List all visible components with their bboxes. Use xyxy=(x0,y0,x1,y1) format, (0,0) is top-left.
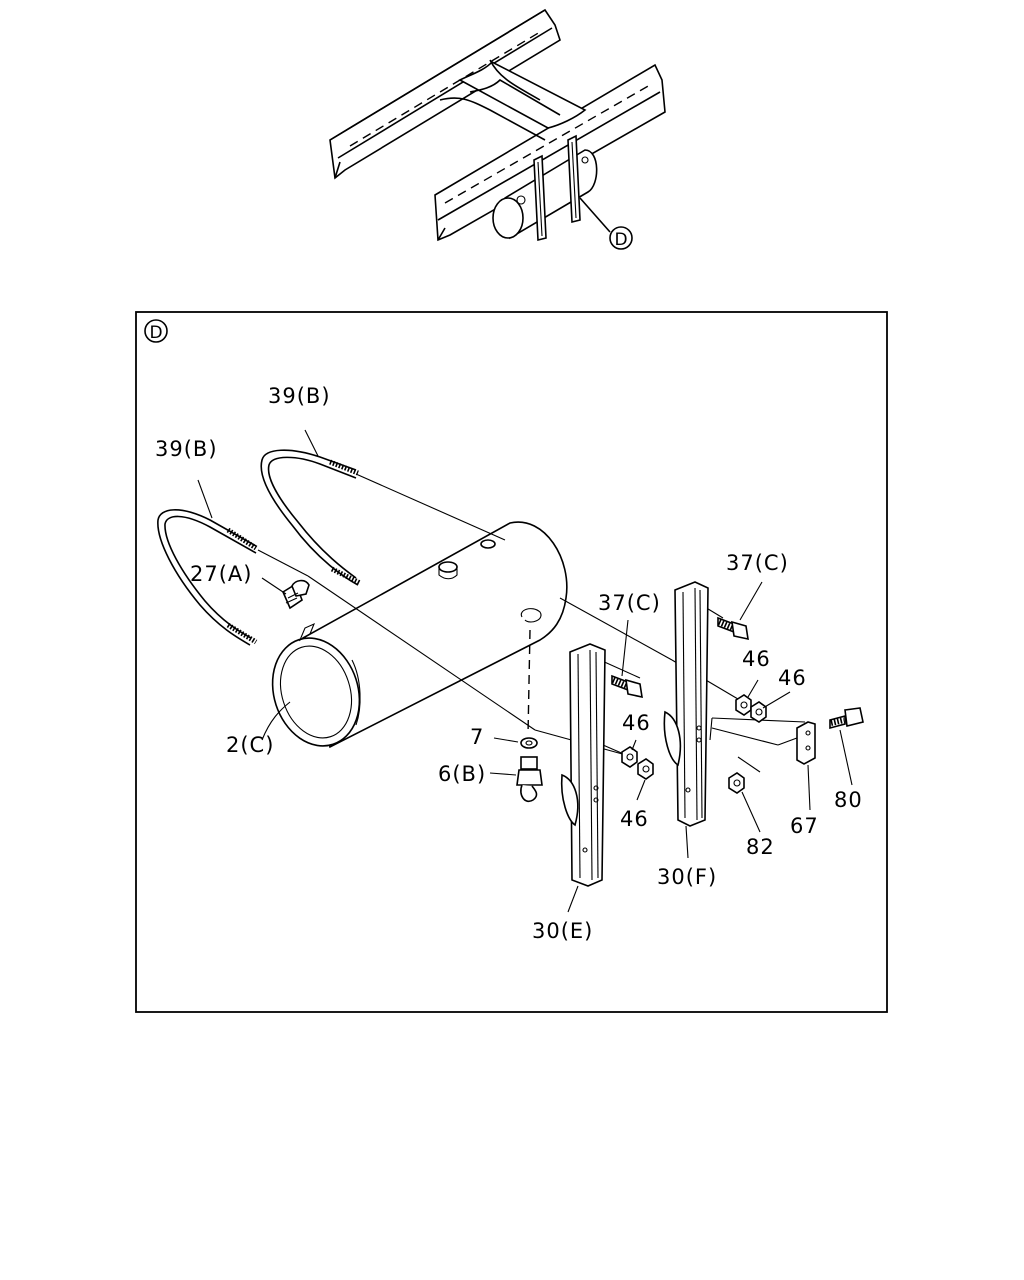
label-39b-upper: 39(B) xyxy=(268,384,331,408)
nut-46-c xyxy=(735,694,752,716)
bolt-37c-left xyxy=(611,674,643,699)
detail-frame xyxy=(135,311,888,1013)
nut-46-b xyxy=(637,758,654,780)
cross-member xyxy=(439,59,587,141)
label-27a: 27(A) xyxy=(190,562,252,586)
drain-valve-6b xyxy=(516,756,543,803)
overview-callout-text: D xyxy=(614,230,627,250)
label-7: 7 xyxy=(470,725,484,749)
label-6b: 6(B) xyxy=(438,762,486,786)
detail-frame-callout: D xyxy=(144,319,168,343)
overview-callout-d: D xyxy=(579,197,633,250)
nut-46-d xyxy=(750,701,767,723)
label-2c: 2(C) xyxy=(226,733,274,757)
label-67: 67 xyxy=(790,814,819,838)
label-37c-left: 37(C) xyxy=(598,591,661,615)
label-80: 80 xyxy=(834,788,863,812)
detail-frame-label: D xyxy=(149,323,162,343)
detail-view-d: D xyxy=(135,311,888,1013)
frame-rail-left xyxy=(329,8,561,180)
nut-46-a xyxy=(621,746,638,768)
bolt-80 xyxy=(829,707,864,730)
washer-7 xyxy=(520,737,538,749)
strap-39b-upper xyxy=(260,449,506,586)
label-37c-right: 37(C) xyxy=(726,551,789,575)
label-30e: 30(E) xyxy=(532,919,593,943)
bracket-30e xyxy=(560,643,606,887)
chassis-overview: D xyxy=(329,8,666,250)
nut-82 xyxy=(728,772,745,794)
label-30f: 30(F) xyxy=(657,865,717,889)
part-labels: 39(B) 39(B) 27(A) 2(C) 7 6(B) 37(C) 37(C… xyxy=(155,384,863,943)
label-82: 82 xyxy=(746,835,775,859)
plate-67 xyxy=(796,721,816,765)
strap-39b-lower xyxy=(157,509,309,646)
bracket-30f xyxy=(663,581,709,827)
label-46-a: 46 xyxy=(622,711,651,735)
label-leaders xyxy=(197,429,853,913)
label-46-c: 46 xyxy=(742,647,771,671)
label-46-d: 46 xyxy=(778,666,807,690)
frame-rail-right xyxy=(434,63,666,242)
bolt-37c-right xyxy=(717,616,749,641)
label-46-b: 46 xyxy=(620,807,649,831)
air-tank xyxy=(271,521,568,749)
fitting-27a xyxy=(281,579,310,610)
label-39b-lower: 39(B) xyxy=(155,437,218,461)
overview-brackets xyxy=(533,134,581,242)
